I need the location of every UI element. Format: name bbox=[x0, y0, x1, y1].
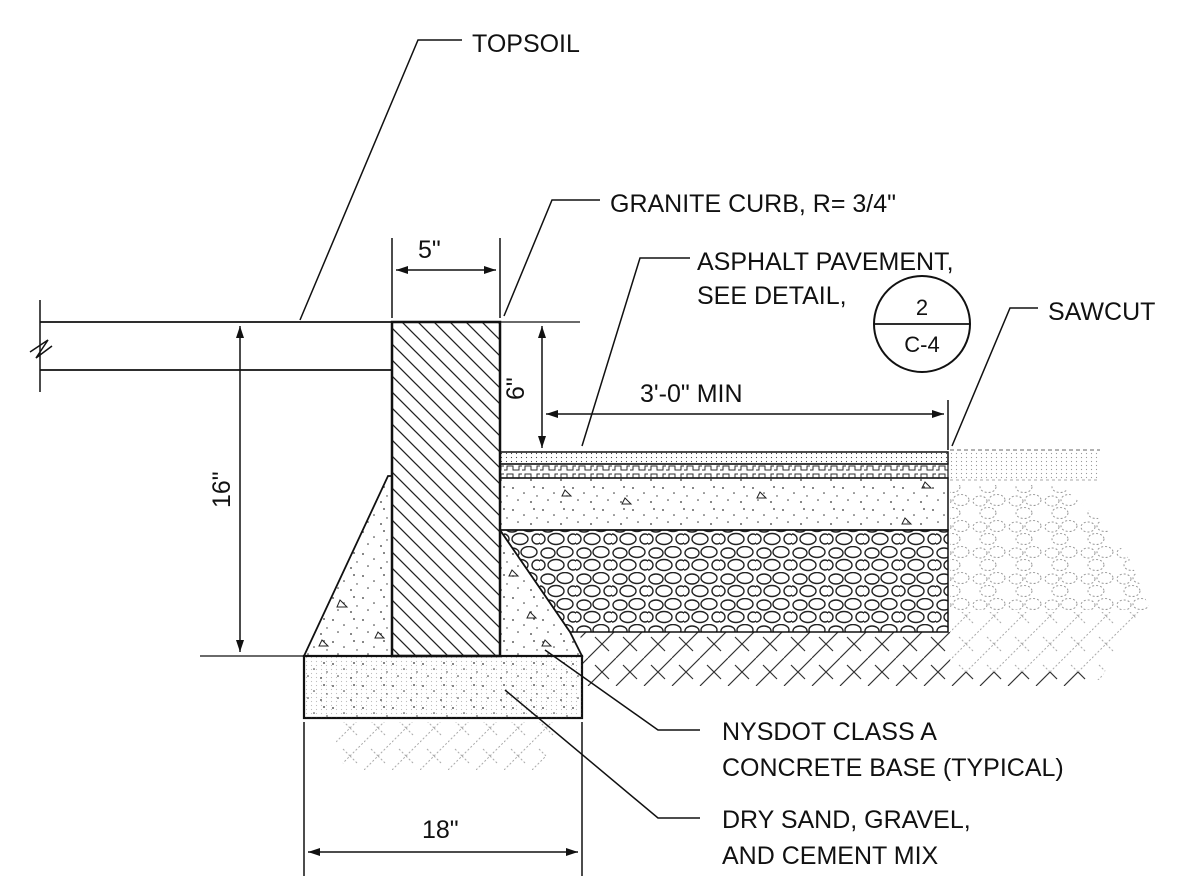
leader-sawcut bbox=[951, 307, 1038, 447]
subgrade-soil bbox=[580, 632, 1100, 686]
asphalt-label-line1: ASPHALT PAVEMENT, bbox=[697, 248, 954, 276]
curb-width-label: 5" bbox=[418, 236, 441, 264]
concrete-base bbox=[302, 654, 584, 720]
granite-curb-label: GRANITE CURB, R= 3/4" bbox=[610, 190, 896, 218]
gravel-subbase bbox=[498, 529, 949, 633]
existing-pavement bbox=[950, 449, 1150, 680]
base-subgrade-soil bbox=[330, 722, 560, 770]
curb-reveal-label: 6" bbox=[502, 377, 530, 400]
ground-lines bbox=[29, 300, 580, 657]
leader-sand-mix bbox=[504, 689, 700, 819]
granite-curb bbox=[390, 320, 502, 658]
pavement-width-label: 3'-0" MIN bbox=[640, 380, 743, 408]
detail-reference-bubble bbox=[873, 275, 971, 373]
detail-sheet: C-4 bbox=[904, 332, 939, 357]
leader-concrete-base bbox=[544, 649, 700, 731]
dimension-base-width bbox=[303, 722, 583, 876]
dimension-pavement-width bbox=[546, 400, 949, 450]
asphalt-top-course bbox=[499, 451, 949, 479]
leader-topsoil bbox=[299, 39, 462, 321]
asphalt-binder-course bbox=[499, 477, 949, 531]
concrete-label-line2: CONCRETE BASE (TYPICAL) bbox=[722, 754, 1064, 782]
concrete-label-line1: NYSDOT CLASS A bbox=[722, 718, 937, 746]
curb-height-label: 16" bbox=[208, 471, 236, 508]
sawcut-label: SAWCUT bbox=[1048, 298, 1155, 326]
base-width-label: 18" bbox=[422, 816, 459, 844]
detail-number: 2 bbox=[916, 295, 928, 320]
leader-granite-curb bbox=[503, 199, 600, 317]
leader-asphalt bbox=[581, 257, 690, 447]
topsoil-label: TOPSOIL bbox=[472, 30, 580, 58]
mix-label-line1: DRY SAND, GRAVEL, bbox=[722, 806, 971, 834]
mix-label-line2: AND CEMENT MIX bbox=[722, 842, 939, 870]
asphalt-label-line2: SEE DETAIL, bbox=[697, 282, 847, 310]
dimension-curb-width bbox=[391, 238, 501, 318]
concrete-haunch-left bbox=[302, 475, 393, 657]
